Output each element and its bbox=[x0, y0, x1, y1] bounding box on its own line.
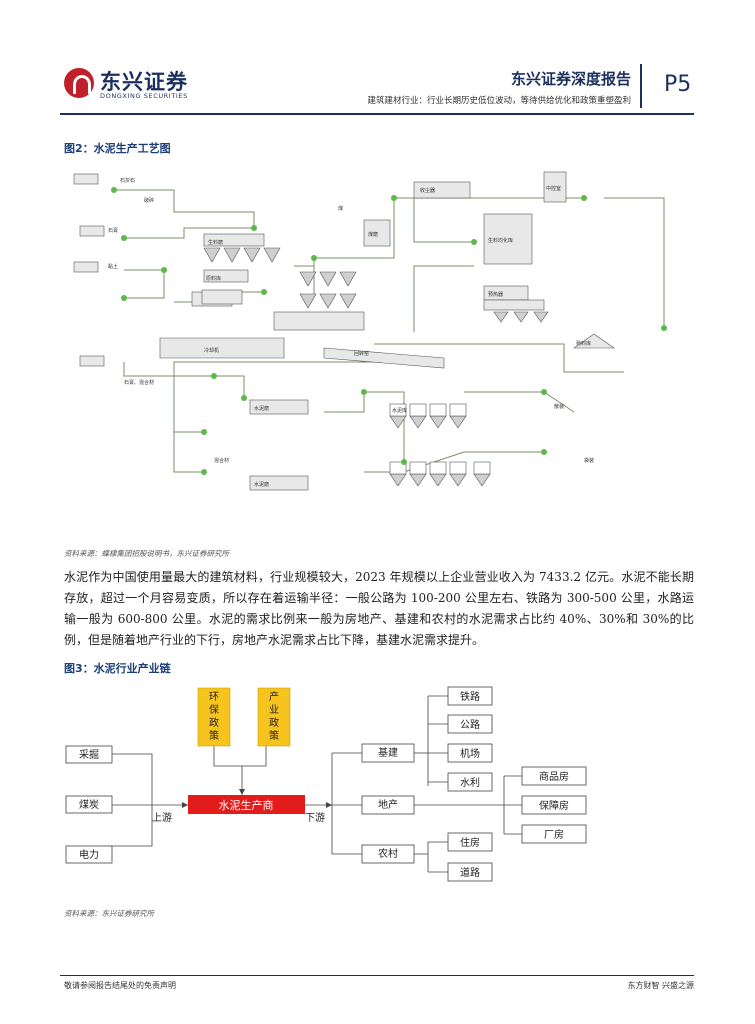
svg-text:道路: 道路 bbox=[460, 866, 480, 879]
svg-text:公路: 公路 bbox=[460, 718, 480, 731]
body-paragraph: 水泥作为中国使用量最大的建筑材料，行业规模较大，2023 年规模以上企业营业收入… bbox=[64, 570, 694, 647]
svg-text:煤磨: 煤磨 bbox=[368, 231, 378, 238]
figure2-title: 图2：水泥生产工艺图 bbox=[64, 142, 171, 155]
svg-text:水泥生产商: 水泥生产商 bbox=[219, 798, 274, 812]
svg-text:冷却机: 冷却机 bbox=[204, 347, 219, 354]
svg-text:保障房: 保障房 bbox=[539, 799, 569, 812]
svg-text:基建: 基建 bbox=[378, 746, 398, 759]
svg-text:破碎: 破碎 bbox=[144, 197, 154, 204]
svg-text:产业政策: 产业政策 bbox=[269, 690, 279, 742]
company-logo-icon bbox=[64, 68, 94, 98]
header-divider bbox=[640, 64, 642, 108]
svg-text:石膏: 石膏 bbox=[108, 227, 118, 234]
svg-text:煤炭: 煤炭 bbox=[79, 798, 99, 811]
svg-text:袋装: 袋装 bbox=[584, 457, 594, 464]
svg-text:水泥磨: 水泥磨 bbox=[254, 405, 269, 412]
header-rule bbox=[60, 113, 694, 115]
footer-rule bbox=[60, 975, 694, 976]
svg-text:生料磨: 生料磨 bbox=[208, 239, 223, 246]
svg-text:水泥磨: 水泥磨 bbox=[254, 481, 269, 488]
cement-process-diagram: 石灰石 破碎 石膏 黏土 生料磨 煤磨 原料库 煤 生料均化库 预热器 回转窑 … bbox=[73, 171, 667, 491]
svg-text:下游: 下游 bbox=[305, 811, 325, 824]
page-number: P5 bbox=[664, 72, 692, 97]
svg-text:农村: 农村 bbox=[378, 847, 398, 860]
footer-slogan: 东方财智 兴盛之源 bbox=[627, 981, 694, 990]
svg-text:地产: 地产 bbox=[378, 798, 398, 811]
svg-text:住房: 住房 bbox=[460, 836, 480, 849]
svg-text:机场: 机场 bbox=[460, 747, 480, 760]
cement-industry-chain-diagram: 环保政策 产业政策 采掘 煤炭 电力 上游 下游 基建 地产 农村 铁路 公路 … bbox=[65, 686, 587, 882]
figure3-source: 资料来源：东兴证券研究所 bbox=[64, 909, 154, 918]
figure2-source: 资料来源：蝶棣集团招股说明书，东兴证券研究所 bbox=[64, 549, 229, 558]
logo-chinese-name: 东兴证券 bbox=[100, 70, 188, 94]
svg-text:厂房: 厂房 bbox=[544, 828, 564, 841]
figure3-title: 图3：水泥行业产业链 bbox=[64, 662, 171, 675]
svg-text:上游: 上游 bbox=[152, 811, 172, 824]
svg-text:水利: 水利 bbox=[460, 777, 480, 789]
svg-text:收尘器: 收尘器 bbox=[420, 187, 435, 194]
svg-text:熟料库: 熟料库 bbox=[576, 340, 591, 347]
svg-text:石灰石: 石灰石 bbox=[120, 177, 135, 184]
svg-text:煤: 煤 bbox=[338, 205, 343, 212]
svg-text:水泥库: 水泥库 bbox=[392, 407, 407, 414]
report-subtitle: 建筑建材行业：行业长期历史低位波动，等待供给优化和政策重塑盈利 bbox=[367, 96, 631, 106]
footer-disclaimer: 敬请参阅报告结尾处的免责声明 bbox=[64, 981, 176, 990]
svg-text:铁路: 铁路 bbox=[460, 690, 480, 703]
svg-text:采掘: 采掘 bbox=[79, 748, 99, 761]
svg-text:预热器: 预热器 bbox=[488, 291, 503, 298]
logo-english-name: DONGXING SECURITIES bbox=[100, 92, 188, 100]
svg-text:原料库: 原料库 bbox=[206, 275, 221, 282]
svg-text:石膏、混合材: 石膏、混合材 bbox=[124, 379, 154, 386]
svg-text:中控室: 中控室 bbox=[546, 185, 561, 192]
svg-text:环保政策: 环保政策 bbox=[209, 692, 219, 742]
svg-text:黏土: 黏土 bbox=[108, 263, 118, 270]
svg-text:生料均化库: 生料均化库 bbox=[488, 237, 513, 244]
svg-text:回转窑: 回转窑 bbox=[354, 350, 369, 357]
svg-text:混合材: 混合材 bbox=[214, 457, 229, 464]
report-title: 东兴证券深度报告 bbox=[510, 70, 631, 88]
svg-text:电力: 电力 bbox=[79, 848, 99, 861]
svg-text:散装: 散装 bbox=[554, 403, 564, 410]
svg-text:商品房: 商品房 bbox=[539, 770, 569, 783]
